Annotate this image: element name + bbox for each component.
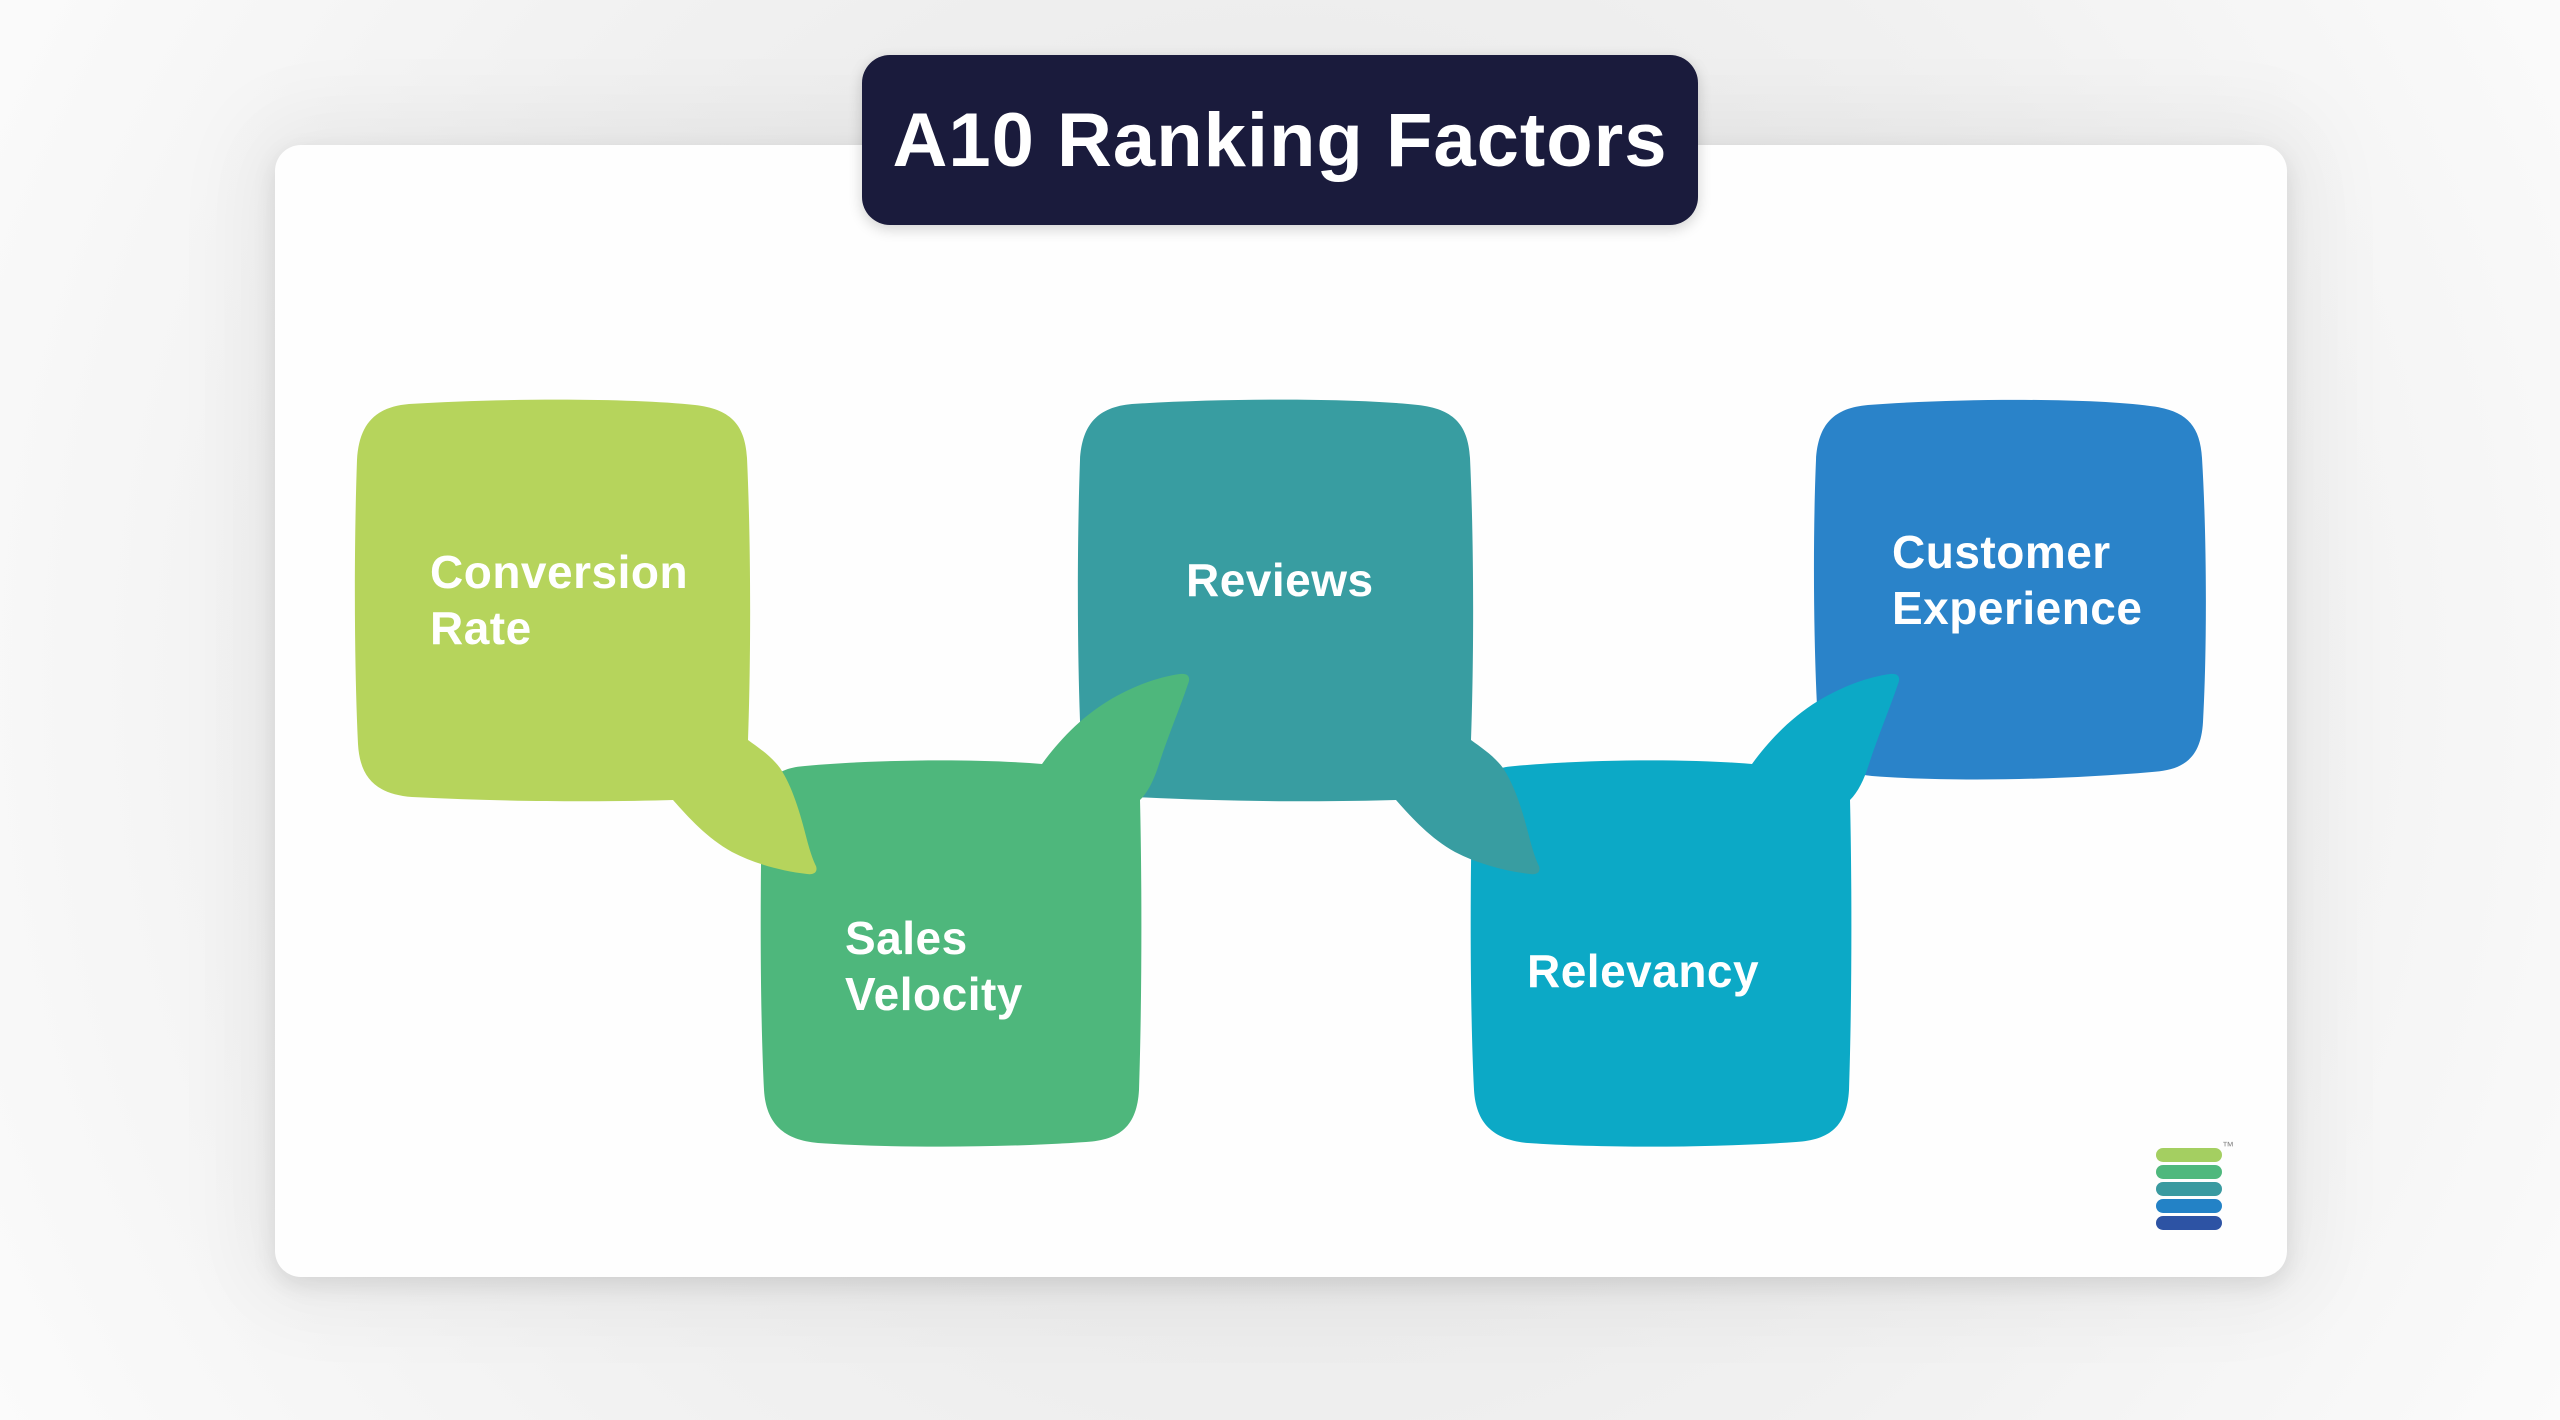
brand-logo: ™	[2156, 1139, 2234, 1233]
bubble-label-conversion-rate: Conversion Rate	[430, 545, 689, 654]
bubble-shape-reviews	[1077, 399, 1540, 875]
bubble-shape-sales-velocity	[760, 673, 1190, 1147]
logo-bar-blue	[2156, 1199, 2222, 1213]
bubble-label-customer-experience: Customer Experience	[1892, 525, 2143, 634]
logo-bar-green-light	[2156, 1148, 2222, 1162]
bubble-label-relevancy: Relevancy	[1527, 944, 1760, 997]
trademark-symbol: ™	[2222, 1139, 2234, 1153]
logo-bar-teal	[2156, 1182, 2222, 1196]
bubble-label-reviews: Reviews	[1186, 553, 1374, 606]
bubble-label-sales-velocity: Sales Velocity	[845, 911, 1023, 1020]
logo-bar-green	[2156, 1165, 2222, 1179]
title-banner: A10 Ranking Factors	[862, 55, 1698, 225]
page-title: A10 Ranking Factors	[892, 97, 1668, 183]
bubble-shape-conversion-rate	[354, 399, 817, 875]
logo-bar-blue-dark	[2156, 1216, 2222, 1230]
bubble-shape-customer-experience	[1813, 399, 2206, 780]
bubble-shape-relevancy	[1470, 673, 1900, 1147]
